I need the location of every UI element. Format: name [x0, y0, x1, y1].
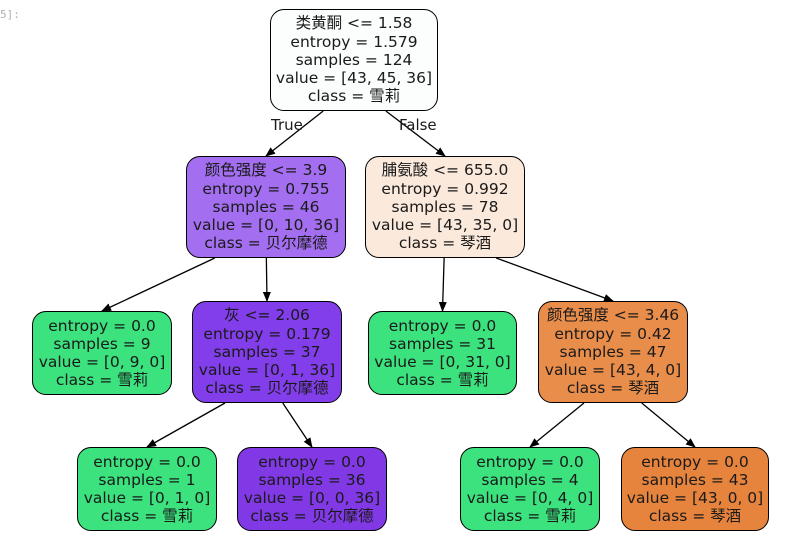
tree-edge [265, 110, 324, 157]
node-class-label: class = 琴酒 [398, 234, 492, 253]
tree-node-split: 颜色强度 <= 3.46 entropy = 0.42 samples = 47… [538, 301, 688, 403]
node-entropy-label: entropy = 0.0 [48, 316, 156, 335]
node-entropy-label: entropy = 0.0 [388, 316, 497, 335]
node-samples-label: samples = 4 [481, 470, 579, 489]
tree-node-split: 灰 <= 2.06 entropy = 0.179 samples = 37 v… [192, 301, 342, 403]
node-split-label: 类黄酮 <= 1.58 [295, 14, 413, 33]
node-value-label: value = [43, 35, 0] [371, 216, 519, 235]
node-entropy-label: entropy = 0.42 [554, 324, 672, 343]
node-entropy-label: entropy = 1.579 [290, 32, 418, 51]
tree-edge [385, 110, 446, 157]
node-entropy-label: entropy = 0.755 [202, 179, 330, 198]
node-class-label: class = 琴酒 [566, 379, 660, 398]
node-value-label: value = [0, 10, 36] [192, 216, 340, 235]
tree-edge [282, 402, 313, 448]
tree-leaf-node: entropy = 0.0 samples = 43 value = [43, … [621, 447, 769, 531]
edge-label-false: False [399, 116, 437, 134]
node-class-label: class = 贝尔摩德 [205, 379, 329, 398]
node-value-label: value = [0, 0, 36] [243, 489, 381, 507]
tree-node-right: 脯氨酸 <= 655.0 entropy = 0.992 samples = 7… [365, 156, 525, 258]
edge-label-true: True [271, 116, 303, 134]
node-value-label: value = [0, 31, 0] [374, 353, 511, 371]
tree-node-left: 颜色强度 <= 3.9 entropy = 0.755 samples = 46… [186, 156, 346, 258]
node-value-label: value = [43, 4, 0] [544, 361, 682, 380]
node-class-label: class = 贝尔摩德 [204, 234, 328, 253]
node-class-label: class = 雪莉 [307, 87, 401, 106]
node-samples-label: samples = 37 [213, 342, 321, 361]
node-class-label: class = 琴酒 [648, 507, 742, 526]
node-split-label: 灰 <= 2.06 [224, 306, 310, 325]
node-entropy-label: entropy = 0.0 [93, 452, 201, 471]
tree-edge [495, 257, 614, 302]
node-entropy-label: entropy = 0.0 [258, 452, 366, 471]
node-samples-label: samples = 36 [258, 470, 366, 489]
node-class-label: class = 雪莉 [100, 507, 194, 526]
tree-edge [262, 257, 271, 302]
node-value-label: value = [43, 0, 0] [626, 489, 764, 507]
node-samples-label: samples = 46 [212, 197, 320, 216]
node-value-label: value = [0, 1, 36] [198, 361, 336, 380]
node-class-label: class = 雪莉 [396, 371, 489, 390]
cell-prompt: 5]: [0, 8, 20, 21]
node-samples-label: samples = 78 [391, 197, 499, 216]
node-class-label: class = 贝尔摩德 [250, 507, 374, 526]
node-value-label: value = [43, 45, 36] [275, 69, 433, 88]
node-class-label: class = 雪莉 [55, 371, 149, 390]
tree-leaf-node: entropy = 0.0 samples = 31 value = [0, 3… [368, 311, 517, 395]
tree-edge [101, 257, 216, 312]
node-samples-label: samples = 31 [389, 334, 496, 353]
node-split-label: 颜色强度 <= 3.9 [204, 161, 328, 180]
node-samples-label: samples = 47 [559, 342, 667, 361]
tree-node-root: 类黄酮 <= 1.58 entropy = 1.579 samples = 12… [270, 9, 438, 111]
tree-edge [641, 402, 696, 448]
tree-edge [529, 402, 585, 448]
node-value-label: value = [0, 4, 0] [466, 489, 594, 507]
tree-edge [146, 402, 226, 448]
tree-leaf-node: entropy = 0.0 samples = 4 value = [0, 4,… [460, 447, 600, 531]
node-samples-label: samples = 9 [53, 334, 151, 353]
tree-leaf-node: entropy = 0.0 samples = 36 value = [0, 0… [237, 447, 387, 531]
node-split-label: 颜色强度 <= 3.46 [546, 306, 680, 325]
node-value-label: value = [0, 1, 0] [83, 489, 211, 507]
node-entropy-label: entropy = 0.992 [381, 179, 509, 198]
node-samples-label: samples = 124 [295, 50, 413, 69]
node-entropy-label: entropy = 0.0 [641, 452, 749, 471]
node-entropy-label: entropy = 0.179 [203, 324, 331, 343]
tree-leaf-node: entropy = 0.0 samples = 9 value = [0, 9,… [32, 311, 172, 395]
node-samples-label: samples = 1 [98, 470, 196, 489]
node-split-label: 脯氨酸 <= 655.0 [381, 161, 509, 180]
node-samples-label: samples = 43 [641, 470, 749, 489]
node-entropy-label: entropy = 0.0 [476, 452, 584, 471]
node-class-label: class = 雪莉 [483, 507, 577, 526]
tree-edge [438, 257, 447, 312]
tree-leaf-node: entropy = 0.0 samples = 1 value = [0, 1,… [77, 447, 217, 531]
node-value-label: value = [0, 9, 0] [38, 353, 166, 371]
